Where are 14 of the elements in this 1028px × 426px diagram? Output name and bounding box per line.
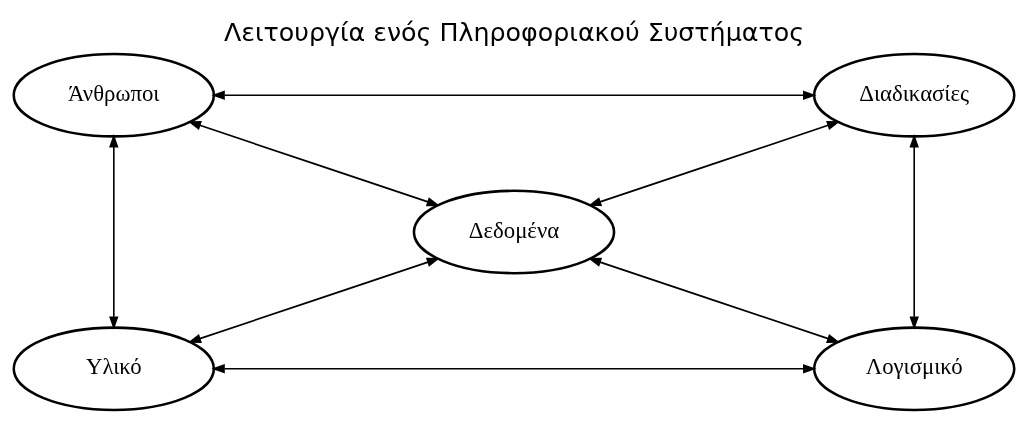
arrow: [211, 364, 817, 374]
arrow: [211, 90, 817, 100]
node-ellipse: Υλικό: [12, 326, 216, 412]
arrow: [909, 134, 919, 330]
node-ellipse: Άνθρωποι: [12, 52, 216, 138]
arrow: [587, 257, 841, 343]
diagram-title: Λειτουργία ενός Πληροφοριακού Συστήματος: [223, 17, 805, 48]
node-ellipse: Λογισμικό: [812, 326, 1016, 412]
arrow: [587, 121, 841, 207]
arrow: [187, 257, 441, 343]
node-ellipse: Δεδομένα: [412, 189, 616, 275]
node-ellipse: Διαδικασίες: [812, 52, 1016, 138]
arrow: [187, 121, 441, 207]
arrow: [109, 134, 119, 330]
